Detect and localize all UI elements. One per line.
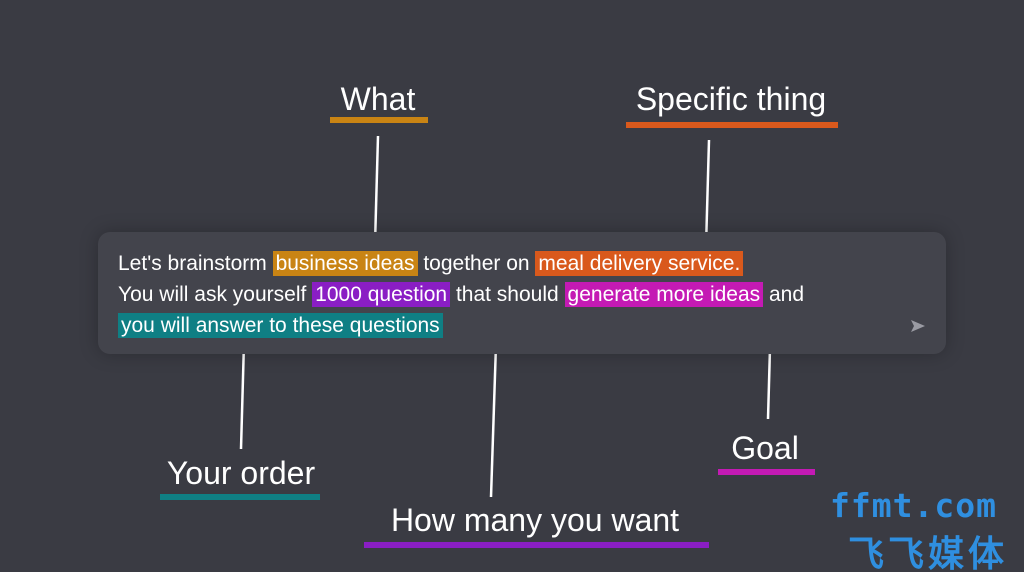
label-your-order: Your order <box>166 455 316 491</box>
underline-what <box>330 117 428 123</box>
prompt-line-1-text-b: together on <box>417 252 536 275</box>
label-goal: Goal <box>731 430 799 466</box>
underline-your-order <box>160 494 320 500</box>
prompt-line-1: Let's brainstorm business ideas together… <box>118 248 918 279</box>
highlight-how-many: 1000 question <box>312 282 451 307</box>
send-icon[interactable] <box>910 318 926 334</box>
prompt-line-2-text-b: that should <box>450 283 565 306</box>
connector-order <box>239 341 246 450</box>
underline-goal <box>718 469 815 475</box>
connector-specific <box>704 139 711 248</box>
label-how-many: How many you want <box>390 502 680 538</box>
watermark-en: ffmt.com <box>830 486 997 525</box>
connector-what <box>373 135 380 245</box>
underline-specific-thing <box>626 122 838 128</box>
watermark-cn: 飞飞媒体 <box>848 534 1009 572</box>
highlight-your-order: you will answer to these questions <box>118 313 443 338</box>
prompt-line-1-text-a: Let's brainstorm <box>118 252 273 275</box>
prompt-line-2-text-a: You will ask yourself <box>118 283 313 306</box>
underline-how-many <box>364 542 709 548</box>
prompt-line-2: You will ask yourself 1000 question that… <box>118 279 918 310</box>
highlight-what: business ideas <box>272 251 418 276</box>
prompt-text: Let's brainstorm business ideas together… <box>118 248 918 341</box>
label-what: What <box>340 81 416 117</box>
prompt-line-3: you will answer to these questions <box>118 310 918 341</box>
prompt-line-2-text-c: and <box>763 283 805 306</box>
highlight-specific-thing: meal delivery service. <box>535 251 744 276</box>
highlight-goal: generate more ideas <box>564 282 764 307</box>
label-specific-thing: Specific thing <box>635 81 827 117</box>
